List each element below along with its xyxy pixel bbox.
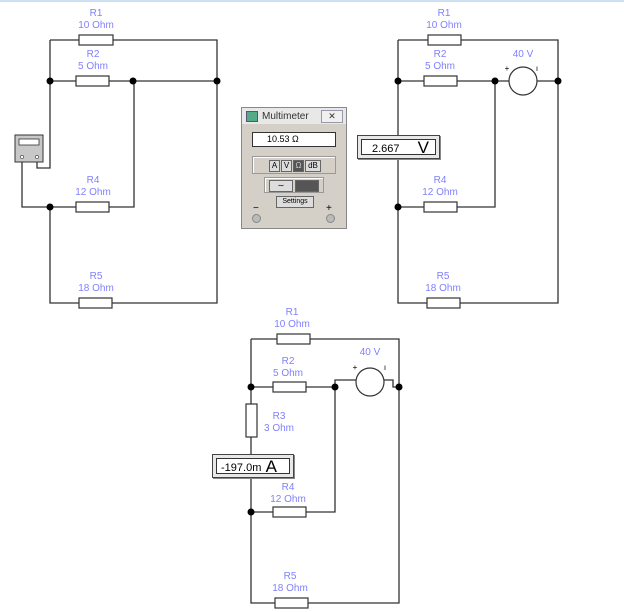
r3-value: 3 Ohm (264, 423, 294, 434)
resistor-r4[interactable] (423, 201, 458, 213)
node (213, 77, 221, 85)
mode-voltmeter-button[interactable]: V (281, 160, 292, 172)
multimeter-title: Multimeter (262, 110, 309, 122)
multimeter-window[interactable]: Multimeter ✕ 10.53 Ω A V Ω dB ∼ Settings… (241, 107, 347, 229)
node (554, 77, 562, 85)
r4-value: 12 Ohm (75, 187, 111, 198)
r5-name: R5 (284, 571, 297, 582)
dc-button[interactable] (295, 180, 319, 192)
source-plus: + (353, 363, 358, 372)
settings-button[interactable]: Settings (276, 196, 314, 208)
r4-value: 12 Ohm (422, 187, 458, 198)
resistor-r5[interactable] (274, 597, 309, 609)
ammeter-reading: -197.0m (221, 462, 262, 474)
r4-value: 12 Ohm (270, 494, 306, 505)
resistor-r1[interactable] (276, 333, 311, 345)
close-button[interactable]: ✕ (321, 110, 343, 123)
node (491, 77, 499, 85)
r2-value: 5 Ohm (273, 368, 303, 379)
node (46, 203, 54, 211)
r3-name: R3 (273, 411, 286, 422)
node (394, 77, 402, 85)
resistor-r2[interactable] (423, 75, 458, 87)
voltmeter-reading: 2.667 (372, 143, 400, 155)
resistor-r3[interactable] (245, 403, 258, 438)
window-top-border (0, 0, 624, 2)
r1-name: R1 (438, 8, 451, 19)
mode-db-button[interactable]: dB (305, 160, 321, 172)
resistor-r2[interactable] (272, 381, 307, 393)
r2-value: 5 Ohm (425, 61, 455, 72)
circuit-3: + ı R1 10 Ohm R2 5 Ohm 40 V R3 3 Ohm R4 … (245, 307, 403, 609)
node (247, 508, 255, 516)
node (395, 383, 403, 391)
r1-value: 10 Ohm (426, 20, 462, 31)
resistor-r5[interactable] (78, 297, 113, 309)
source-value: 40 V (513, 49, 534, 60)
ac-button[interactable]: ∼ (269, 180, 293, 192)
plus-label: + (326, 203, 332, 214)
r5-name: R5 (437, 271, 450, 282)
r5-value: 18 Ohm (425, 283, 461, 294)
r1-value: 10 Ohm (78, 20, 114, 31)
positive-terminal[interactable] (326, 214, 335, 223)
mode-ammeter-button[interactable]: A (269, 160, 280, 172)
source-minus: ı (536, 64, 538, 73)
multimeter-display: 10.53 Ω (252, 132, 336, 147)
r1-name: R1 (286, 307, 299, 318)
voltage-source[interactable] (355, 367, 385, 397)
r4-name: R4 (282, 482, 295, 493)
circuit-1: R1 10 Ohm R2 5 Ohm R4 12 Ohm R5 18 Ohm (14, 8, 221, 309)
voltage-source[interactable] (508, 66, 538, 96)
r5-name: R5 (90, 271, 103, 282)
node (129, 77, 137, 85)
minus-label: − (253, 203, 259, 214)
r2-name: R2 (434, 49, 447, 60)
multimeter-app-icon (246, 110, 258, 122)
source-plus: + (505, 64, 510, 73)
resistor-r1[interactable] (78, 34, 114, 46)
r5-value: 18 Ohm (78, 283, 114, 294)
r2-name: R2 (282, 356, 295, 367)
node (331, 383, 339, 391)
circuit-2: + ı R1 10 Ohm R2 5 Ohm 40 V R4 12 Ohm R5… (394, 8, 562, 309)
node (394, 203, 402, 211)
signal-group: ∼ (264, 177, 324, 193)
r2-name: R2 (87, 49, 100, 60)
r4-name: R4 (87, 175, 100, 186)
source-value: 40 V (360, 347, 381, 358)
node (46, 77, 54, 85)
mode-ohmmeter-button[interactable]: Ω (293, 160, 304, 172)
r1-name: R1 (90, 8, 103, 19)
node (247, 383, 255, 391)
r5-value: 18 Ohm (272, 583, 308, 594)
resistor-r4[interactable] (272, 506, 307, 518)
mode-group: A V Ω dB (252, 156, 336, 174)
voltmeter-unit: V (417, 138, 429, 157)
r2-value: 5 Ohm (78, 61, 108, 72)
multimeter-titlebar[interactable]: Multimeter ✕ (242, 108, 346, 124)
resistor-r5[interactable] (426, 297, 461, 309)
ammeter-unit: A (265, 457, 277, 476)
resistor-r1[interactable] (427, 34, 462, 46)
source-minus: ı (384, 363, 386, 372)
r4-name: R4 (434, 175, 447, 186)
r1-value: 10 Ohm (274, 319, 310, 330)
voltmeter[interactable]: 2.667 V (357, 135, 440, 159)
ammeter[interactable]: -197.0m A (212, 454, 294, 478)
multimeter-icon[interactable] (14, 134, 44, 163)
resistor-r4[interactable] (75, 201, 110, 213)
resistor-r2[interactable] (75, 75, 110, 87)
negative-terminal[interactable] (252, 214, 261, 223)
